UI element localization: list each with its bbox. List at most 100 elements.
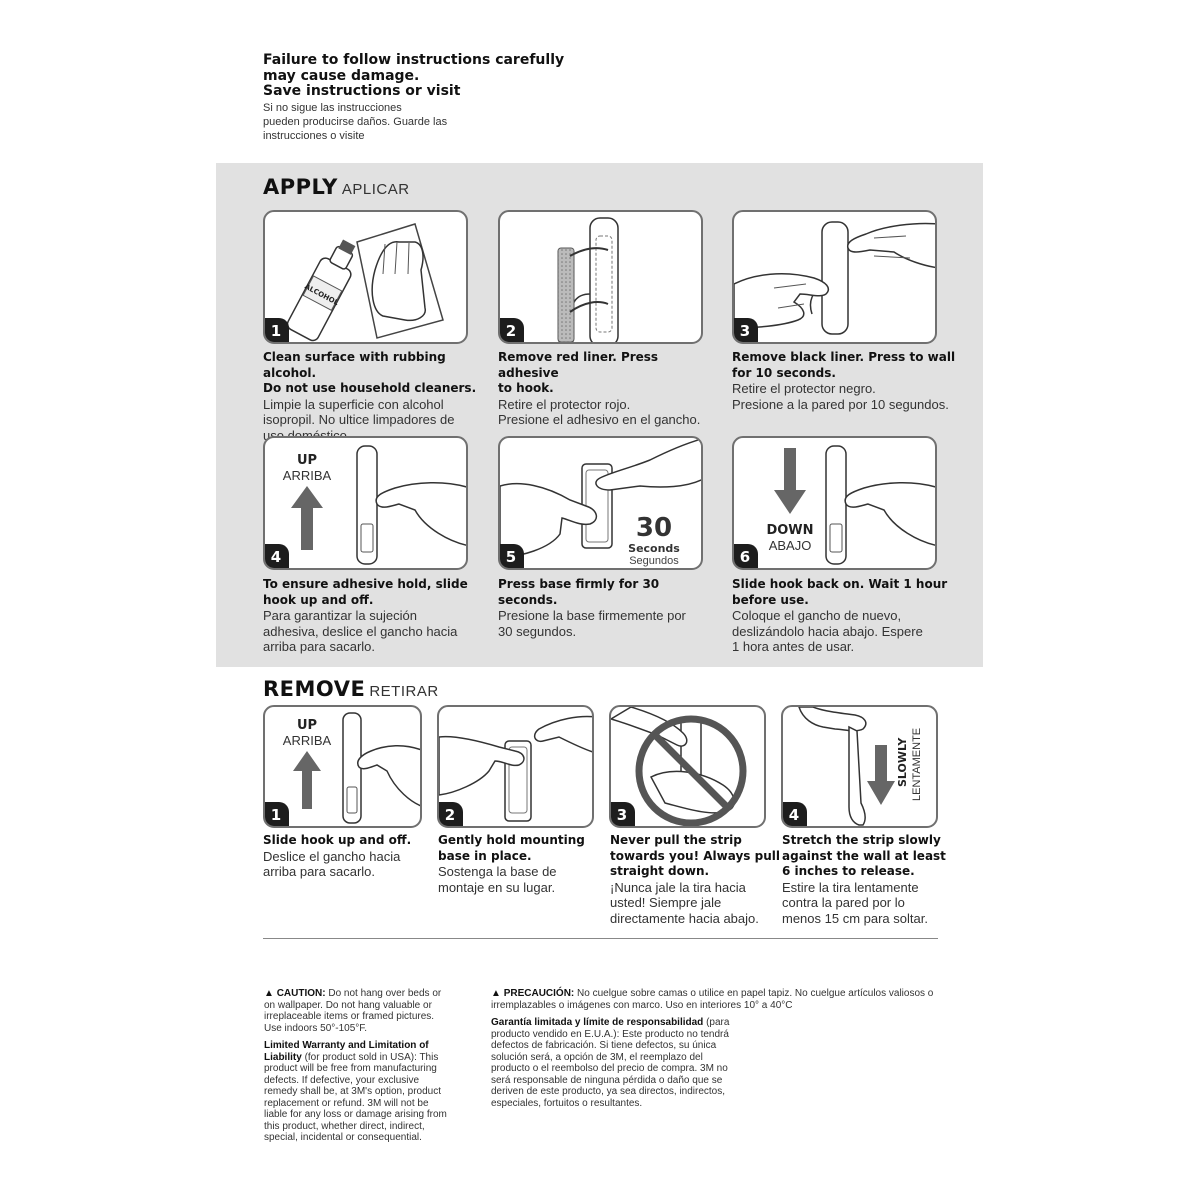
warning-header: Failure to follow instructions carefully… [263,52,683,143]
stretch-strip-illustration: SLOWLY LENTAMENTE [798,707,923,826]
remove-step-2-number: 2 [439,802,463,826]
seconds-number: 30 [636,513,672,543]
text-line: Para garantizar la sujeción [263,608,417,623]
remove-step-4-illustration: SLOWLY LENTAMENTE 4 [781,705,938,828]
text-line: Sostenga la base de [438,864,557,879]
text-line: deslizándolo hacia abajo. Espere [732,623,923,639]
remove-title-es: RETIRAR [369,683,439,700]
text-line: Slide hook back on. Wait 1 hour [732,577,948,591]
do-not-pull-illustration [611,707,747,826]
garantia-label: Garantía limitada y límite de responsabi… [491,1017,704,1028]
remove-step-3-illustration: 3 [609,705,766,828]
apply-step-5-number: 5 [500,544,524,568]
apply-title-es: APLICAR [341,181,410,198]
warning-es-1: Si no sigue las instrucciones [263,101,402,114]
warning-spanish: Si no sigue las instrucciones pueden pro… [263,101,683,143]
apply-step-6-illustration: DOWN ABAJO 6 [732,436,937,570]
segundos-label: Segundos [629,555,679,567]
remove-step-2-illustration: 2 [437,705,594,828]
slide-up-illustration: UP ARRIBA [283,445,466,565]
text-line: towards you! Always pull [610,848,780,863]
warning-triangle-icon: ▲ [264,988,277,999]
apply-step-6-es: Coloque el gancho de nuevo,deslizándolo … [732,608,962,655]
text-line: straight down. [610,864,710,878]
precaucion-text: No cuelgue sobre camas o utilice en pape… [491,988,934,1011]
apply-step-3-number: 3 [734,318,758,342]
text-line: Remove black liner. Press to wall [732,350,956,364]
text-line: arriba para sacarlo. [263,639,375,654]
apply-step-1-caption: Clean surface with rubbing alcohol.Do no… [263,350,483,443]
arriba-label: ARRIBA [283,468,332,483]
apply-step-5-en: Press base firmly for 30 seconds. [498,577,718,608]
up-label: UP [297,453,317,468]
apply-step-2-number: 2 [500,318,524,342]
press-base-illustration: 30 Seconds Segundos [500,438,701,567]
remove-slide-up-illustration: UP ARRIBA [283,712,420,824]
apply-step-4-illustration: UP ARRIBA 4 [263,436,468,570]
hook-adhesive-illustration [557,217,619,342]
text-line: Retire el protector rojo. [498,396,631,412]
arriba-label: ARRIBA [283,733,332,748]
remove-step-1-en: Slide hook up and off. [263,833,433,849]
remove-step-1-illustration: UP ARRIBA 1 [263,705,422,828]
text-line: Presione el adhesivo en el gancho. [498,412,701,427]
down-label: DOWN [766,523,813,538]
abajo-label: ABAJO [769,538,812,553]
warning-line-3: Save instructions or visit [263,83,461,99]
caution-label: CAUTION: [276,988,326,999]
text-line: usted! Siempre jale [610,895,722,910]
divider [263,938,938,939]
text-line: Coloque el gancho de nuevo, [732,608,902,623]
text-line: Clean surface with rubbing alcohol. [263,350,446,380]
caution-text: Do not hang over beds or on wallpaper. D… [264,988,442,1034]
remove-step-1-number: 1 [265,802,289,826]
lentamente-label: LENTAMENTE [911,728,923,801]
up-arrow-icon [293,751,321,809]
text-line: Presione la base firmemente por [498,608,686,623]
up-arrow-icon [291,486,323,550]
caution-en-block: ▲ CAUTION: Do not hang over beds or on w… [264,988,454,1144]
warranty-text: (for product sold in USA): This product … [264,1051,447,1144]
apply-step-1-en: Clean surface with rubbing alcohol.Do no… [263,350,483,397]
apply-step-3-illustration: 3 [732,210,937,344]
text-line: hook up and off. [263,592,374,607]
caution-es-block: ▲ PRECAUCIÓN: No cuelgue sobre camas o u… [491,988,938,1109]
text-line: 1 hora antes de usar. [732,639,855,654]
text-line: Presione a la pared por 10 segundos. [732,396,949,412]
text-line: Never pull the strip [610,833,742,847]
text-line: adhesiva, deslice el gancho hacia [263,623,458,639]
apply-step-5-illustration: 30 Seconds Segundos 5 [498,436,703,570]
text-line: Limpie la superficie con alcohol [263,396,444,412]
text-line: montaje en su lugar. [438,879,556,895]
text-line: Press base firmly for 30 seconds. [498,577,660,607]
warning-triangle-icon: ▲ [491,988,504,999]
warning-es-2: pueden producirse daños. Guarde las [263,115,448,128]
apply-step-2-es: Retire el protector rojo.Presione el adh… [498,397,718,428]
slowly-label: SLOWLY [896,737,909,787]
text-line: Deslice el gancho hacia [263,848,401,864]
apply-step-1-number: 1 [265,318,289,342]
apply-step-2-illustration: 2 [498,210,703,344]
precaucion-paragraph: ▲ PRECAUCIÓN: No cuelgue sobre camas o u… [491,988,938,1011]
text-line: directamente hacia abajo. [610,910,759,926]
remove-step-3-number: 3 [611,802,635,826]
